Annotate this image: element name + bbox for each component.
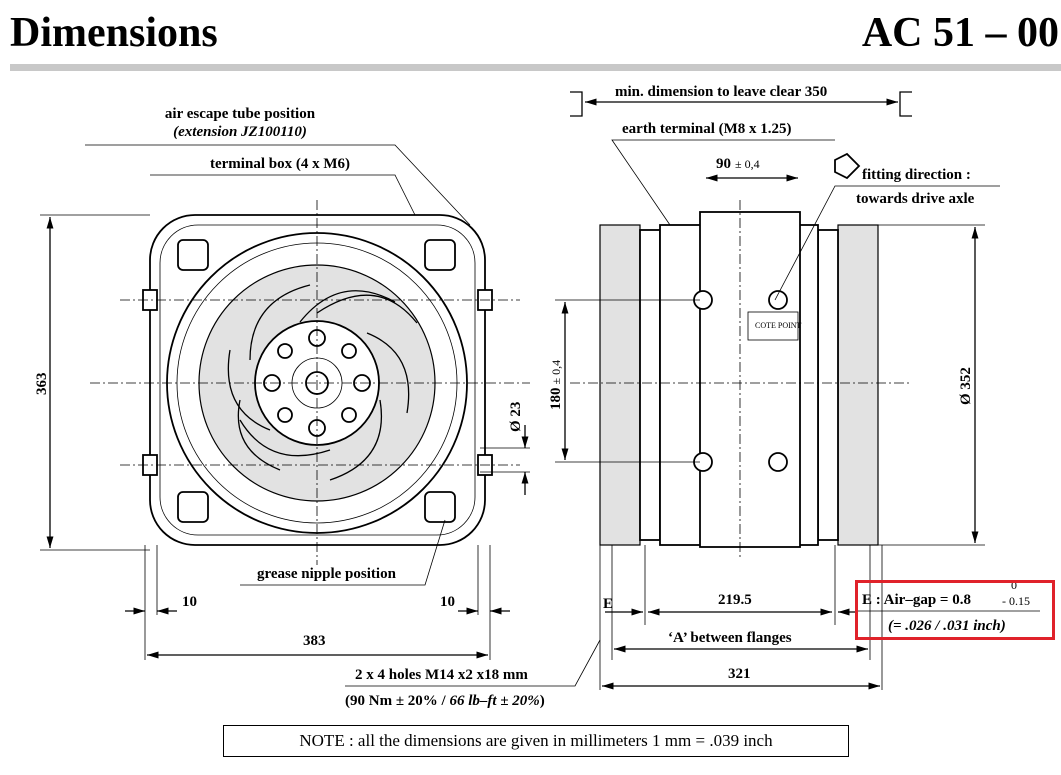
dim-321: 321 — [728, 666, 751, 682]
dim-352: Ø 352 — [958, 367, 974, 405]
label-air-escape: air escape tube position — [165, 106, 316, 122]
label-towards-drive-axle: towards drive axle — [856, 191, 975, 207]
product-code: AC 51 – 00 — [861, 10, 1059, 56]
dim-180: 180± 0,4 — [548, 360, 564, 410]
label-earth-terminal: earth terminal (M8 x 1.25) — [622, 121, 792, 137]
label-holes: 2 x 4 holes M14 x2 x18 mm — [355, 667, 528, 683]
page-title: Dimensions — [10, 10, 218, 56]
side-view: min. dimension to leave clear 350 earth … — [548, 84, 1040, 690]
dim-offset-right: 10 — [440, 594, 455, 610]
dim-e: E — [603, 596, 613, 612]
dim-offset-left: 10 — [182, 594, 197, 610]
label-terminal-box: terminal box (4 x M6) — [210, 156, 350, 172]
dim-shaft-diameter: Ø 23 — [508, 402, 524, 432]
units-note: NOTE : all the dimensions are given in m… — [223, 725, 849, 757]
dim-383: 383 — [303, 633, 326, 649]
label-clearance: min. dimension to leave clear 350 — [615, 84, 827, 100]
airgap-label: E : Air–gap = 0.8 — [862, 592, 971, 608]
dim-90: 90± 0,4 — [716, 156, 760, 172]
header-rule — [10, 64, 1061, 71]
dim-363: 363 — [34, 373, 50, 396]
label-air-escape-ext: (extension JZ100110) — [173, 124, 307, 140]
label-grease-nipple: grease nipple position — [257, 566, 397, 582]
fan-blades — [227, 284, 418, 481]
nameplate-text: COTE POINT — [755, 321, 802, 330]
front-view: 363 Ø 23 10 10 383 air escape tube posit… — [34, 106, 601, 709]
airgap-inch: (= .026 / .031 inch) — [888, 618, 1006, 634]
corner-lugs — [142, 239, 493, 523]
label-fitting-direction: fitting direction : — [862, 167, 971, 183]
label-between-flanges: ‘A’ between flanges — [668, 630, 792, 646]
label-torque: (90 Nm ± 20% / 66 lb–ft ± 20%) — [345, 693, 545, 709]
airgap-tol-lower: - 0.15 — [1002, 594, 1030, 608]
fitting-direction-arrow-icon — [834, 152, 861, 180]
airgap-tol-upper: 0 — [1011, 578, 1017, 592]
airgap-highlight-box — [855, 580, 1055, 640]
dim-219-5: 219.5 — [718, 592, 752, 608]
